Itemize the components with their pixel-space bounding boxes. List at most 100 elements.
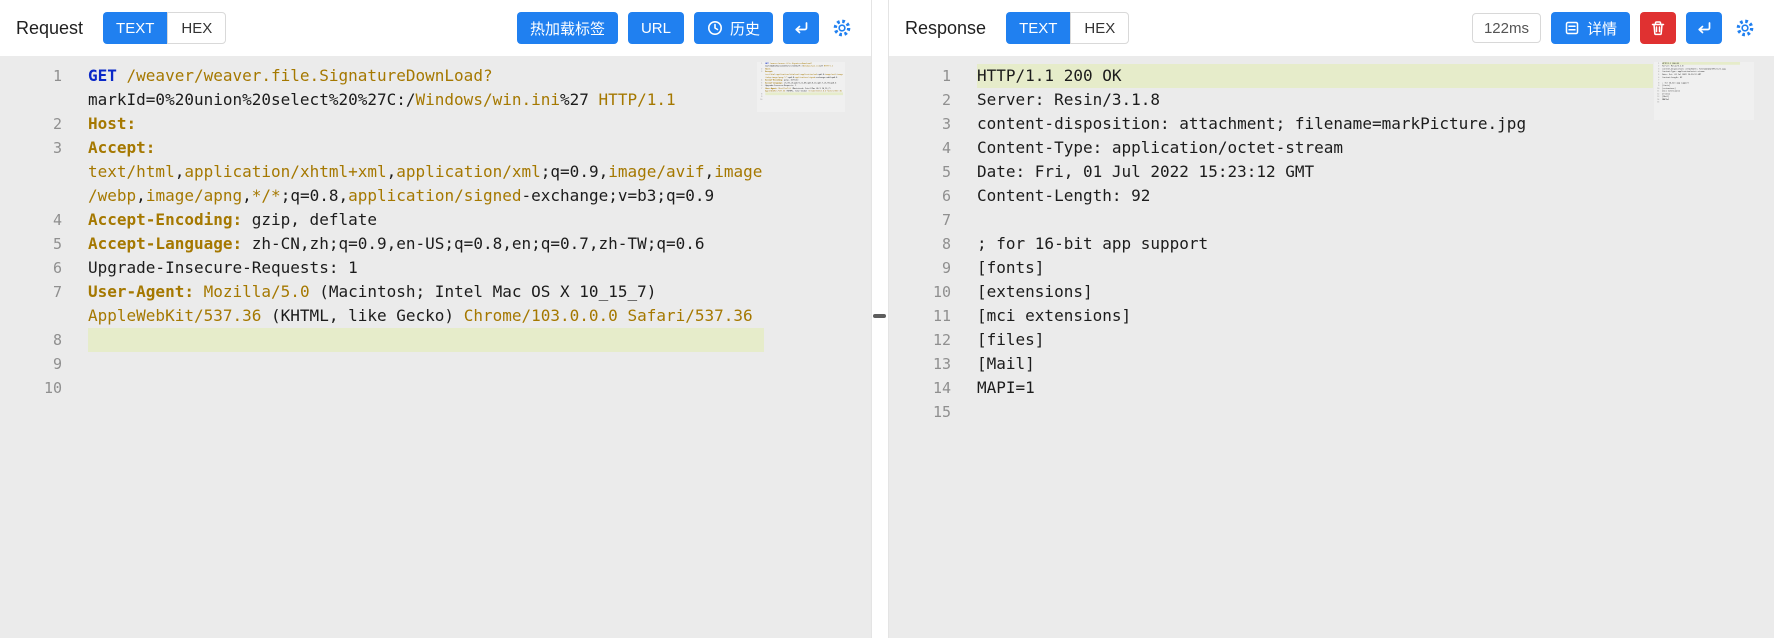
- code-line[interactable]: 11[mci extensions]: [905, 304, 1774, 328]
- line-number: 4: [1658, 70, 1660, 73]
- code-token: application/xhtml+xml: [776, 73, 800, 76]
- code-line[interactable]: 15: [905, 400, 1774, 424]
- code-line[interactable]: 8: [757, 92, 844, 96]
- code-line[interactable]: 10: [757, 98, 844, 101]
- code-line[interactable]: 12[files]: [905, 328, 1774, 352]
- code-line[interactable]: 10[extensions]: [1654, 87, 1741, 90]
- code-token: Mozilla/5.0: [203, 282, 310, 301]
- code-token: Content-Type: application/octet-stream: [977, 138, 1344, 157]
- request-hex-tab[interactable]: HEX: [167, 12, 227, 44]
- send-response-button[interactable]: [1686, 12, 1722, 44]
- code-text: [files]: [1662, 92, 1740, 95]
- code-token: ;q=0.8,: [787, 76, 796, 79]
- code-line[interactable]: 9[fonts]: [1654, 84, 1741, 87]
- code-text: [extensions]: [977, 280, 1653, 304]
- code-line[interactable]: 10[extensions]: [905, 280, 1774, 304]
- line-number: 6: [52, 259, 62, 277]
- line-number: 1: [52, 67, 62, 85]
- code-line[interactable]: 9[fonts]: [905, 256, 1774, 280]
- url-button[interactable]: URL: [627, 12, 684, 44]
- code-token: -exchange;v=b3;q=0.9: [521, 186, 715, 205]
- line-number: 11: [932, 307, 951, 325]
- divider-handle[interactable]: [873, 314, 886, 318]
- send-request-button[interactable]: [783, 12, 819, 44]
- code-token: application/xml: [396, 162, 541, 181]
- detail-button[interactable]: 详情: [1550, 12, 1630, 44]
- line-number: 11: [1657, 89, 1660, 93]
- code-text: ; for 16-bit app support: [1662, 81, 1740, 84]
- line-number: 4: [52, 211, 62, 229]
- request-settings-button[interactable]: [829, 15, 855, 41]
- code-line[interactable]: 8; for 16-bit app support: [1654, 81, 1741, 84]
- code-line[interactable]: 8: [16, 328, 871, 352]
- code-token: /weaver/weaver.file.SignatureDownLoad?: [769, 62, 812, 65]
- request-text-tab[interactable]: TEXT: [103, 12, 168, 44]
- code-text: Content-Length: 92: [1662, 76, 1740, 79]
- code-token: Mozilla/5.0: [778, 87, 791, 90]
- clock-icon: [707, 21, 722, 35]
- code-line[interactable]: 10: [16, 376, 871, 400]
- code-token: User-Agent:: [765, 87, 778, 90]
- code-line[interactable]: 13[Mail]: [905, 352, 1774, 376]
- history-button[interactable]: 历史: [693, 12, 773, 44]
- hot-reload-button[interactable]: 热加载标签: [516, 12, 618, 44]
- clear-response-button[interactable]: [1640, 12, 1676, 44]
- code-line[interactable]: 15: [1654, 101, 1741, 104]
- code-line[interactable]: 7: [1654, 79, 1741, 82]
- code-line[interactable]: 8; for 16-bit app support: [905, 232, 1774, 256]
- response-hex-tab[interactable]: HEX: [1070, 12, 1130, 44]
- timing-badge: 122ms: [1471, 13, 1541, 43]
- code-line[interactable]: 9: [16, 352, 871, 376]
- code-token: ,: [783, 76, 785, 79]
- code-line[interactable]: 9: [757, 95, 844, 98]
- code-text: Date: Fri, 01 Jul 2022 15:23:12 GMT: [1662, 73, 1740, 76]
- line-number: 5: [1658, 73, 1660, 76]
- code-line[interactable]: 12[files]: [1654, 92, 1741, 95]
- response-settings-button[interactable]: [1732, 15, 1758, 41]
- code-token: gzip, deflate: [783, 78, 799, 81]
- line-number: 12: [932, 331, 951, 349]
- code-line[interactable]: 11[mci extensions]: [1654, 90, 1741, 93]
- line-number: 3: [941, 115, 951, 133]
- code-token: Safari/537.36: [827, 89, 842, 93]
- code-token: image/webp: [765, 73, 843, 79]
- pane-divider[interactable]: [872, 0, 888, 638]
- code-token: AppleWebKit/537.36: [88, 306, 262, 325]
- line-number: 6: [941, 187, 951, 205]
- code-line[interactable]: 13[Mail]: [1654, 95, 1741, 98]
- response-text-tab[interactable]: TEXT: [1006, 12, 1071, 44]
- code-line[interactable]: 7: [905, 208, 1774, 232]
